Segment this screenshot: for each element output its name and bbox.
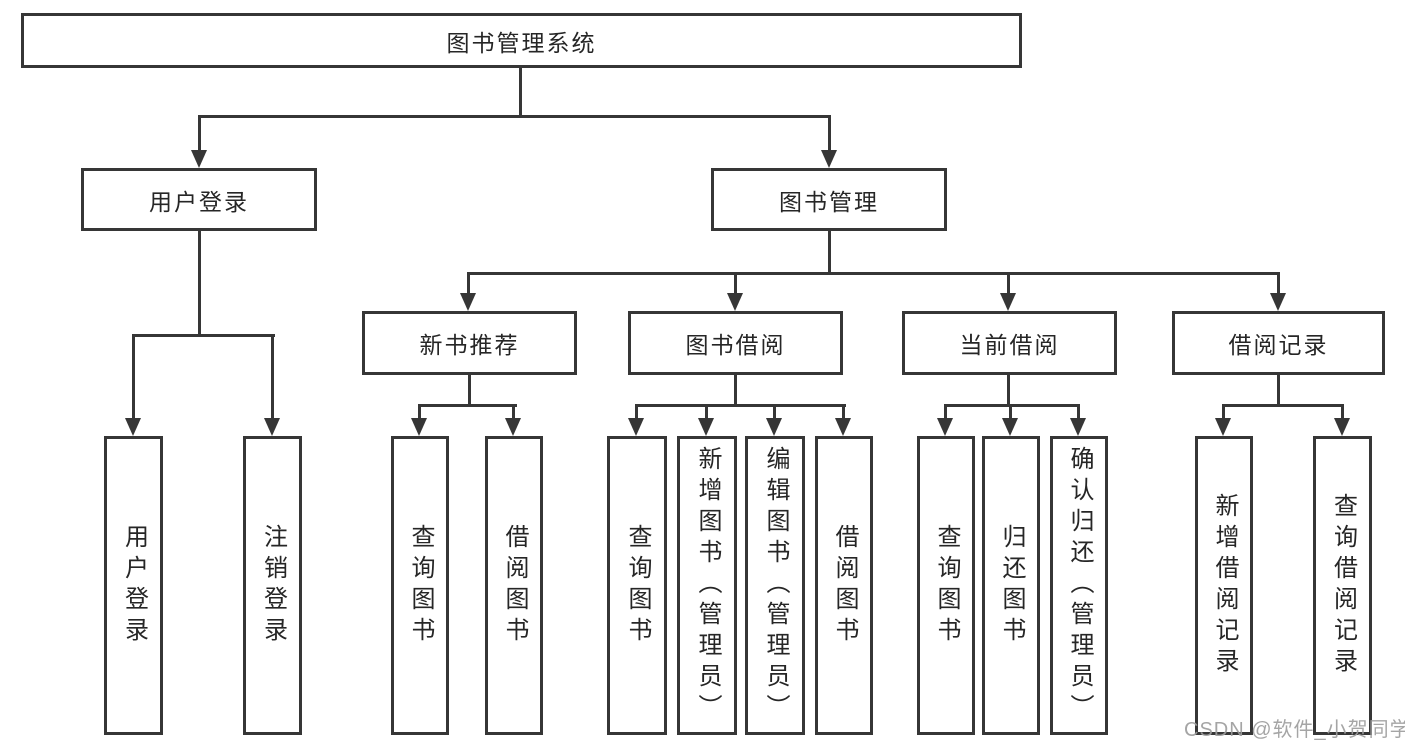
connector-g5b-shaft — [1341, 404, 1344, 422]
node-borrowing-records: 借阅记录 — [1172, 311, 1385, 375]
leaf-borrow-books-label: 借阅图书 — [831, 523, 858, 648]
csdn-watermark: CSDN @软件_小贺同学 — [1184, 719, 1405, 741]
connector-g3-stub — [734, 373, 737, 407]
arrow-g2b-icon — [505, 418, 521, 436]
leaf-confirm-return-admin-label: 确认归还（管理员） — [1066, 446, 1093, 725]
node-user-login: 用户登录 — [81, 168, 317, 231]
connector-borrowrecord-shaft — [1277, 272, 1280, 295]
arrow-g3c-icon — [766, 418, 782, 436]
node-book-borrowing: 图书借阅 — [628, 311, 843, 375]
leaf-return-books-label: 归还图书 — [998, 523, 1025, 648]
arrow-borrowrecord-icon — [1270, 293, 1286, 311]
leaf-add-books-admin-label: 新增图书（管理员） — [694, 446, 721, 725]
node-current-borrowing: 当前借阅 — [902, 311, 1117, 375]
leaf-return-books: 归还图书 — [982, 436, 1040, 735]
leaf-query-books-current: 查询图书 — [917, 436, 975, 735]
leaf-user-login: 用户登录 — [104, 436, 163, 735]
node-library-system-label: 图书管理系统 — [446, 29, 597, 56]
leaf-borrow-books: 借阅图书 — [815, 436, 873, 735]
arrow-g1a-icon — [125, 418, 141, 436]
connector-g3d-shaft — [842, 404, 845, 422]
connector-g5a-shaft — [1222, 404, 1225, 422]
connector-rail-g5 — [1223, 404, 1344, 407]
connector-rail-g3 — [636, 404, 846, 407]
connector-g3c-shaft — [773, 404, 776, 422]
leaf-edit-books-admin: 编辑图书（管理员） — [745, 436, 805, 735]
connector-rail-g1 — [132, 334, 275, 337]
leaf-query-books-borrowing-label: 查询图书 — [624, 523, 651, 648]
connector-currentborrow-shaft — [1007, 272, 1010, 295]
connector-bookmgmt-shaft — [828, 115, 831, 152]
connector-rail-level2 — [198, 115, 831, 118]
node-book-management: 图书管理 — [711, 168, 947, 231]
arrow-g3b-icon — [698, 418, 714, 436]
leaf-query-borrow-record-label: 查询借阅记录 — [1329, 492, 1357, 679]
connector-userlogin-shaft — [198, 115, 201, 152]
connector-g2b-shaft — [512, 404, 515, 422]
node-new-book-recommend-label: 新书推荐 — [419, 332, 520, 358]
connector-g1a-shaft — [132, 334, 135, 420]
arrow-bookborrow-icon — [727, 293, 743, 311]
arrow-g4b-icon — [1002, 418, 1018, 436]
connector-g5-stub — [1277, 373, 1280, 407]
arrow-g3d-icon — [835, 418, 851, 436]
node-library-system: 图书管理系统 — [21, 13, 1022, 68]
connector-rail-g2 — [419, 404, 517, 407]
connector-g4c-shaft — [1077, 404, 1080, 422]
leaf-edit-books-admin-label: 编辑图书（管理员） — [762, 446, 789, 725]
node-user-login-label: 用户登录 — [149, 188, 249, 215]
leaf-query-books-current-label: 查询图书 — [933, 523, 960, 648]
leaf-query-borrow-record: 查询借阅记录 — [1313, 436, 1372, 735]
leaf-add-borrow-record: 新增借阅记录 — [1195, 436, 1253, 735]
arrow-g5a-icon — [1215, 418, 1231, 436]
leaf-logout-label: 注销登录 — [259, 523, 287, 648]
leaf-add-books-admin: 新增图书（管理员） — [677, 436, 737, 735]
arrow-g2a-icon — [411, 418, 427, 436]
connector-g2a-shaft — [418, 404, 421, 422]
arrow-bookmgmt-icon — [821, 150, 837, 168]
leaf-user-login-label: 用户登录 — [120, 523, 148, 648]
connector-g2-stub — [468, 373, 471, 407]
connector-g1b-shaft — [271, 334, 274, 420]
arrow-g4a-icon — [937, 418, 953, 436]
connector-newbook-shaft — [467, 272, 470, 295]
connector-root-stub — [519, 66, 522, 118]
arrow-newbook-icon — [460, 293, 476, 311]
leaf-add-borrow-record-label: 新增借阅记录 — [1211, 492, 1238, 679]
node-new-book-recommend: 新书推荐 — [362, 311, 577, 375]
node-book-borrowing-label: 图书借阅 — [685, 332, 786, 358]
connector-g4b-shaft — [1009, 404, 1012, 422]
connector-bookborrow-shaft — [734, 272, 737, 295]
leaf-borrow-books-recommend: 借阅图书 — [485, 436, 543, 735]
arrow-g3a-icon — [628, 418, 644, 436]
arrow-g5b-icon — [1334, 418, 1350, 436]
connector-g4-stub — [1007, 373, 1010, 407]
arrow-currentborrow-icon — [1000, 293, 1016, 311]
leaf-confirm-return-admin: 确认归还（管理员） — [1050, 436, 1108, 735]
leaf-logout: 注销登录 — [243, 436, 302, 735]
connector-g3b-shaft — [705, 404, 708, 422]
leaf-query-books-borrowing: 查询图书 — [607, 436, 667, 735]
node-current-borrowing-label: 当前借阅 — [959, 332, 1060, 358]
leaf-query-books-recommend: 查询图书 — [391, 436, 449, 735]
leaf-query-books-recommend-label: 查询图书 — [407, 523, 434, 648]
arrow-g1b-icon — [264, 418, 280, 436]
node-book-management-label: 图书管理 — [779, 188, 879, 215]
leaf-borrow-books-recommend-label: 借阅图书 — [501, 523, 528, 648]
arrow-userlogin-icon — [191, 150, 207, 168]
connector-rail-g4 — [945, 404, 1080, 407]
connector-g4a-shaft — [944, 404, 947, 422]
connector-l3-stub — [828, 229, 831, 275]
connector-g3a-shaft — [635, 404, 638, 422]
connector-g1-stub — [198, 229, 201, 337]
connector-rail-level3 — [467, 272, 1280, 275]
node-borrowing-records-label: 借阅记录 — [1228, 332, 1329, 358]
arrow-g4c-icon — [1070, 418, 1086, 436]
